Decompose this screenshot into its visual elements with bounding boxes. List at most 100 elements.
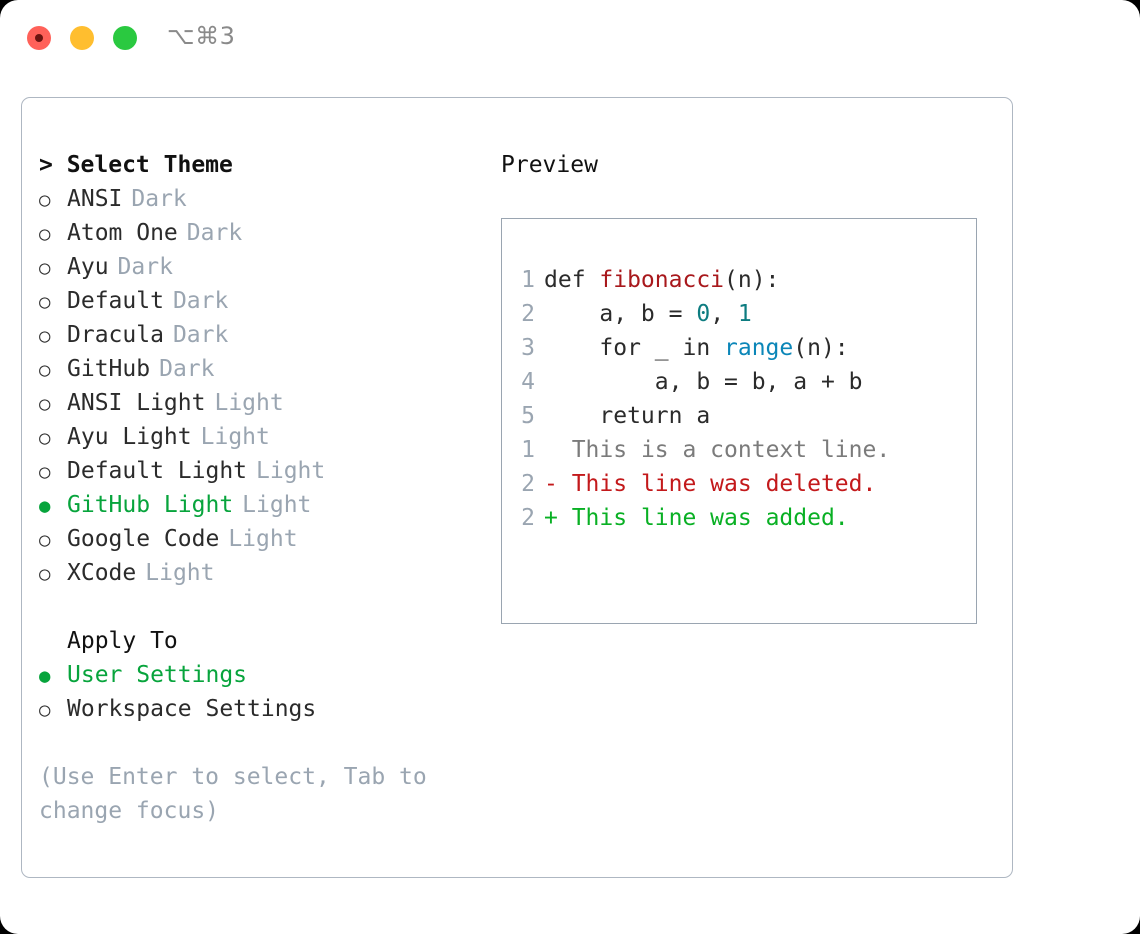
diff-sign: - (544, 471, 572, 497)
code-token-fn: fibonacci (599, 267, 725, 293)
code-token-plain: a, b = (544, 301, 697, 327)
diff-line-ctx: 1 This is a context line. (513, 433, 890, 467)
line-number: 5 (521, 403, 535, 429)
line-number: 2 (521, 505, 535, 531)
line-number: 1 (521, 267, 535, 293)
line-number: 4 (521, 369, 535, 395)
diff-sign: + (544, 505, 572, 531)
theme-variant-tag: Dark (172, 288, 229, 314)
theme-option-google-code[interactable]: ○ Google Code Light (39, 522, 479, 556)
theme-variant-tag: Light (214, 390, 284, 416)
apply-to-option-workspace-settings[interactable]: ○ Workspace Settings (39, 692, 479, 726)
theme-option-default-light[interactable]: ○ Default Light Light (39, 454, 479, 488)
theme-variant-tag: Light (242, 492, 312, 518)
code-token-plain: , (710, 301, 738, 327)
code-line: 2 a, b = 0, 1 (513, 297, 863, 331)
theme-option-ansi[interactable]: ○ ANSI Dark (39, 182, 479, 216)
diff-text: - This line was deleted. (544, 467, 876, 501)
radio-unselected-icon: ○ (39, 325, 51, 347)
theme-option-label: Google Code (67, 526, 220, 552)
apply-to-heading-label: Apply To (67, 628, 178, 654)
apply-to-heading: ○ Apply To (39, 624, 479, 658)
radio-unselected-icon: ○ (39, 529, 51, 551)
theme-option-label: ANSI (67, 186, 123, 212)
code-line: 5 return a (513, 399, 863, 433)
theme-option-label: Ayu (67, 254, 109, 280)
apply-to-option-list: ● User Settings ○ Workspace Settings (39, 658, 479, 726)
diff-content: This line was added. (571, 505, 849, 531)
theme-variant-tag: Dark (186, 220, 243, 246)
diff-sample: 1 This is a context line.2- This line wa… (513, 433, 890, 535)
select-theme-heading: > Select Theme (39, 152, 233, 178)
radio-unselected-icon: ○ (39, 291, 51, 313)
code-line: 4 a, b = b, a + b (513, 365, 863, 399)
close-button[interactable] (27, 26, 51, 50)
apply-to-option-label: Workspace Settings (67, 696, 317, 722)
diff-sign (544, 437, 572, 463)
code-line: 3 for _ in range(n): (513, 331, 863, 365)
title-bar: ⌥⌘3 (0, 0, 1140, 78)
theme-variant-tag: Dark (131, 186, 187, 212)
theme-option-label: GitHub (67, 356, 151, 382)
theme-option-ansi-light[interactable]: ○ ANSI Light Light (39, 386, 479, 420)
line-number: 3 (521, 335, 535, 361)
code-text: a, b = b, a + b (544, 365, 863, 399)
theme-option-github-light[interactable]: ● GitHub Light Light (39, 488, 479, 522)
theme-option-label: ANSI Light (67, 390, 206, 416)
radio-unselected-icon: ○ (39, 699, 51, 721)
apply-to-option-label: User Settings (67, 662, 248, 688)
theme-option-ayu-light[interactable]: ○ Ayu Light Light (39, 420, 479, 454)
radio-selected-icon: ● (39, 495, 51, 517)
theme-option-label: Ayu Light (67, 424, 192, 450)
code-line: 1 def fibonacci(n): (513, 263, 863, 297)
diff-content: This is a context line. (571, 437, 891, 463)
apply-to-option-user-settings[interactable]: ● User Settings (39, 658, 479, 692)
code-token-call: range (724, 335, 794, 361)
line-number: 2 (521, 301, 535, 327)
radio-unselected-icon: ○ (39, 223, 51, 245)
preview-heading: Preview (501, 152, 598, 178)
radio-unselected-icon: ○ (39, 257, 51, 279)
theme-variant-tag: Dark (172, 322, 229, 348)
theme-option-label: Dracula (67, 322, 164, 348)
diff-line-del: 2- This line was deleted. (513, 467, 890, 501)
theme-variant-tag: Light (200, 424, 270, 450)
radio-selected-icon: ● (39, 665, 51, 687)
theme-variant-tag: Light (228, 526, 298, 552)
code-text: def fibonacci(n): (544, 263, 779, 297)
maximize-button[interactable] (113, 26, 137, 50)
theme-variant-tag: Light (256, 458, 326, 484)
minimize-button[interactable] (70, 26, 94, 50)
diff-line-add: 2 + This line was added. (513, 501, 890, 535)
radio-unselected-icon: ○ (39, 427, 51, 449)
list-spacer (39, 590, 479, 624)
theme-variant-tag: Dark (159, 356, 215, 382)
code-token-num: 1 (737, 301, 752, 327)
code-token-plain: def (544, 267, 600, 293)
theme-option-dracula[interactable]: ○ Dracula Dark (39, 318, 479, 352)
window-controls (27, 26, 137, 50)
theme-option-label: GitHub Light (67, 492, 234, 518)
diff-text: + This line was added. (544, 501, 849, 535)
code-token-plain: (n): (793, 335, 849, 361)
keyboard-hint: (Use Enter to select, Tab to change focu… (39, 764, 441, 824)
code-token-plain: a, b = b, a + b (544, 369, 863, 395)
code-token-num: 0 (696, 301, 711, 327)
radio-unselected-icon: ○ (39, 189, 51, 211)
theme-option-label: XCode (67, 560, 137, 586)
code-token-plain: (n): (724, 267, 780, 293)
radio-unselected-icon: ○ (39, 393, 51, 415)
radio-unselected-icon: ○ (39, 461, 51, 483)
theme-option-label: Default Light (67, 458, 248, 484)
